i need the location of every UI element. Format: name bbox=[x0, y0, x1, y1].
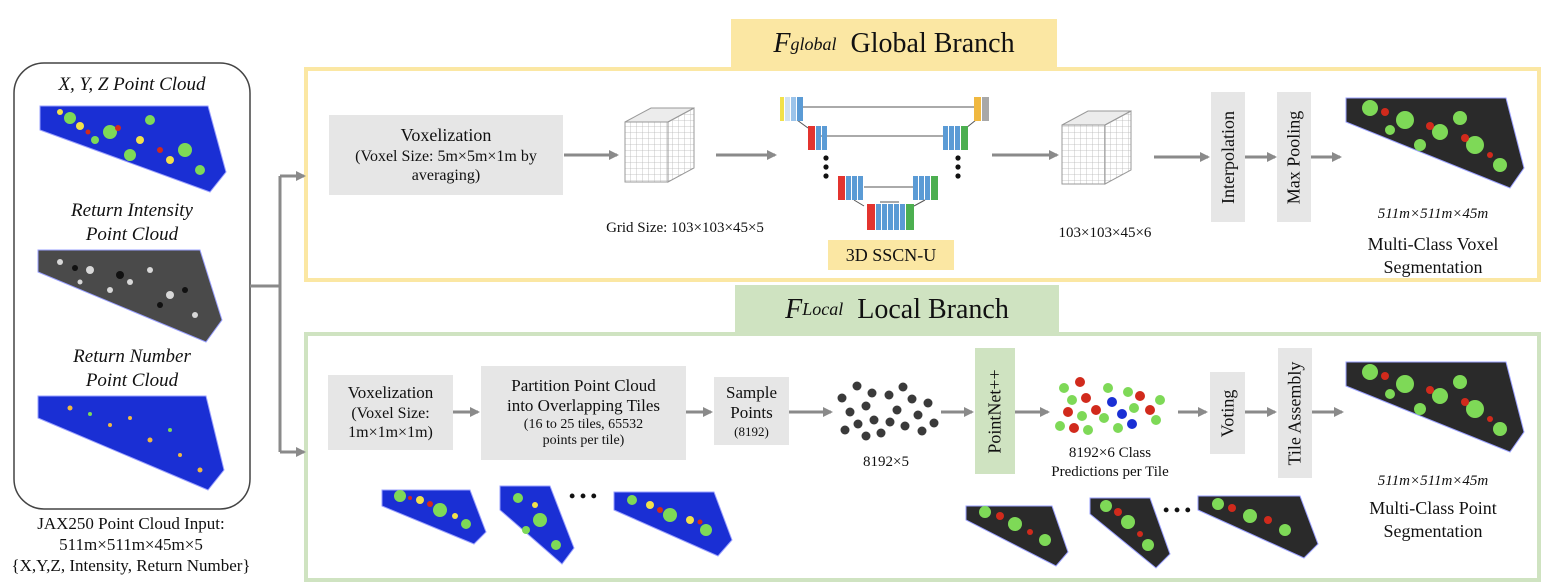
partition-line-2: into Overlapping Tiles bbox=[506, 396, 660, 416]
global-voxelization-box: Voxelization (Voxel Size: 5m×5m×1m by av… bbox=[329, 115, 563, 195]
sscn-unet-label: 3D SSCN-U bbox=[828, 240, 954, 270]
pointnet-label: PointNet++ bbox=[984, 368, 1005, 454]
return-number-label-line-1: Return Number bbox=[73, 346, 191, 367]
predicted-tile-3 bbox=[1197, 495, 1319, 559]
local-output-segmentation-image bbox=[1345, 361, 1525, 453]
input-tile-1 bbox=[381, 489, 487, 545]
predictions-label-line-2: Predictions per Tile bbox=[1051, 464, 1169, 480]
predictions-label-line-1: 8192×6 Class bbox=[1068, 445, 1152, 461]
global-branch-symbol: F bbox=[773, 28, 791, 59]
class-prediction-points bbox=[1055, 377, 1165, 435]
input-grid-cube bbox=[624, 107, 695, 183]
local-branch-symbol: F bbox=[785, 293, 803, 325]
partition-line-4: points per tile) bbox=[542, 433, 625, 449]
grid-size-label: Grid Size: 103×103×45×5 bbox=[606, 220, 764, 236]
global-voxelization-detail-2: averaging) bbox=[411, 166, 481, 184]
global-output-segmentation-image bbox=[1345, 97, 1525, 189]
voting-box: Voting bbox=[1210, 372, 1245, 454]
intensity-label-line-2: Point Cloud bbox=[85, 224, 179, 245]
local-voxelization-title: Voxelization bbox=[347, 383, 434, 403]
global-output-label-line-2: Segmentation bbox=[1383, 257, 1483, 277]
local-voxelization-detail-1: (Voxel Size: bbox=[351, 404, 430, 422]
global-output-label-line-1: Multi-Class Voxel bbox=[1367, 234, 1499, 254]
sample-points-box: Sample Points (8192) bbox=[714, 377, 789, 445]
xyz-point-cloud-label: X, Y, Z Point Cloud bbox=[58, 74, 206, 95]
sampled-points-dims: 8192×5 bbox=[863, 454, 909, 470]
sample-points-line-2: Points bbox=[730, 403, 773, 423]
intensity-point-cloud-image bbox=[37, 249, 223, 343]
intensity-label-line-1: Return Intensity bbox=[71, 200, 193, 221]
max-pooling-label: Max Pooling bbox=[1283, 110, 1304, 204]
sample-points-line-3: (8192) bbox=[734, 423, 769, 439]
pointnet-box: PointNet++ bbox=[975, 348, 1015, 474]
input-caption-line-1: JAX250 Point Cloud Input: bbox=[37, 514, 225, 533]
local-output-label-line-1: Multi-Class Point bbox=[1369, 498, 1497, 518]
global-branch-subscript: global bbox=[790, 33, 837, 54]
local-branch-title: Local Branch bbox=[857, 293, 1009, 325]
sscn-unet-diagram bbox=[780, 97, 989, 230]
sample-points-line-1: Sample bbox=[726, 382, 777, 402]
global-voxelization-title: Voxelization bbox=[400, 125, 492, 146]
input-connector bbox=[250, 171, 306, 457]
predicted-tiles-ellipsis: • • • bbox=[1163, 500, 1191, 520]
local-voxelization-detail-2: 1m×1m×1m) bbox=[348, 423, 433, 441]
global-branch-frame bbox=[304, 67, 1541, 282]
global-output-grid-label: 103×103×45×6 bbox=[1058, 225, 1152, 241]
partition-line-3: (16 to 25 tiles, 65532 bbox=[523, 416, 644, 432]
local-output-label-line-2: Segmentation bbox=[1383, 521, 1483, 541]
input-tile-2 bbox=[499, 485, 575, 565]
interpolation-box: Interpolation bbox=[1211, 92, 1245, 222]
input-tile-3 bbox=[613, 491, 733, 557]
xyz-point-cloud-image bbox=[39, 105, 227, 193]
tile-assembly-box: Tile Assembly bbox=[1278, 348, 1312, 478]
max-pooling-box: Max Pooling bbox=[1277, 92, 1311, 222]
local-branch-subscript: Local bbox=[802, 299, 844, 319]
local-voxelization-box: Voxelization (Voxel Size: 1m×1m×1m) bbox=[328, 375, 453, 450]
sampled-points bbox=[837, 381, 939, 441]
voting-label: Voting bbox=[1217, 389, 1237, 437]
input-caption-line-2: 511m×511m×45m×5 bbox=[59, 535, 203, 554]
local-branch-frame bbox=[304, 332, 1541, 582]
predicted-tile-2 bbox=[1089, 497, 1171, 569]
output-grid-cube bbox=[1061, 110, 1132, 185]
interpolation-label: Interpolation bbox=[1217, 110, 1238, 204]
partition-line-1: Partition Point Cloud bbox=[511, 375, 656, 395]
global-voxelization-detail-1: (Voxel Size: 5m×5m×1m by bbox=[355, 147, 537, 165]
partition-box: Partition Point Cloud into Overlapping T… bbox=[481, 366, 686, 460]
global-output-dims: 511m×511m×45m bbox=[1377, 206, 1489, 222]
return-number-label-line-2: Point Cloud bbox=[85, 370, 179, 391]
predicted-tile-1 bbox=[965, 505, 1069, 567]
return-number-point-cloud-image bbox=[37, 395, 225, 491]
global-branch-title: Global Branch bbox=[850, 28, 1015, 59]
input-caption-line-3: {X,Y,Z, Intensity, Return Number} bbox=[11, 556, 251, 575]
tile-assembly-label: Tile Assembly bbox=[1284, 361, 1305, 465]
input-tiles-ellipsis: • • • bbox=[569, 486, 597, 506]
local-output-dims: 511m×511m×45m bbox=[1377, 473, 1489, 489]
global-arrows bbox=[564, 150, 1342, 162]
